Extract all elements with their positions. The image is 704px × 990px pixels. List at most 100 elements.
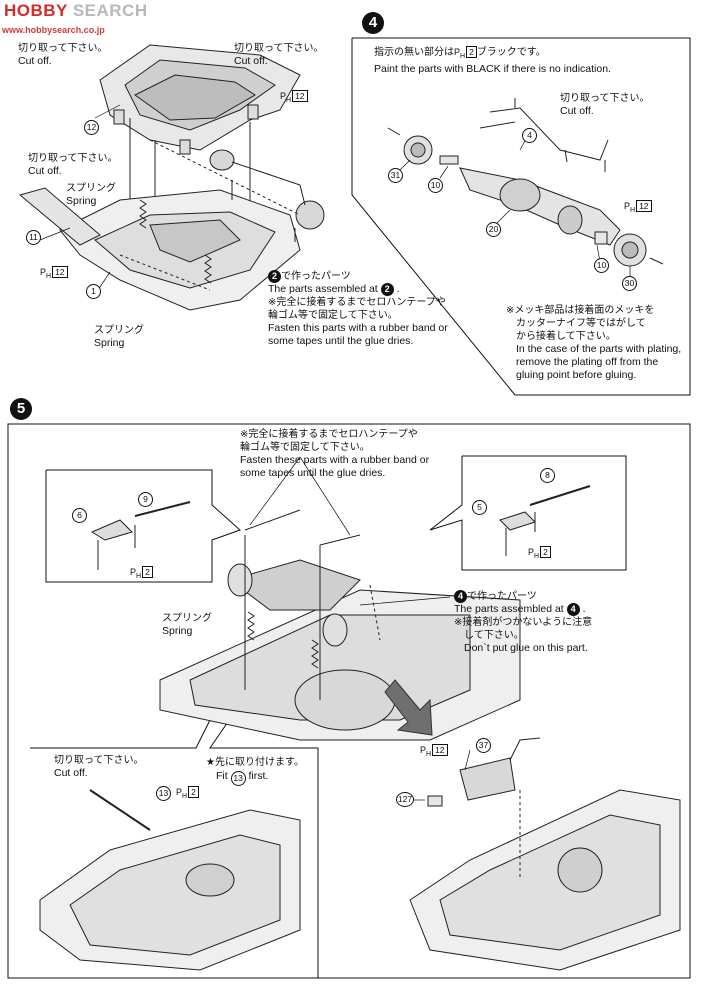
cutoff-en: Cut off.	[54, 767, 88, 779]
part-10-b: 10	[594, 258, 609, 273]
step5-fasten-note: ※完全に接着するまでセロハンテープや 輪ゴム等で固定して下さい。 Fasten …	[240, 428, 429, 480]
direction-arrow	[384, 679, 433, 736]
note-ja-2: 輪ゴム等で固定して下さい。	[240, 442, 370, 453]
cutoff-ja: 切り取って下さい。	[18, 43, 108, 54]
step5-bottom-right-drawing	[409, 737, 681, 971]
site-logo: HOBBY SEARCH	[4, 1, 148, 20]
first-word: first.	[248, 770, 269, 782]
assembled-en: The parts assembled at	[454, 603, 564, 615]
paint-prefix: P	[176, 787, 183, 797]
spring-en: Spring	[94, 337, 125, 349]
step-ref-badge: 4	[454, 590, 467, 603]
spring-en: Spring	[162, 625, 193, 637]
cutoff-ja: 切り取って下さい。	[54, 755, 144, 766]
step-ref-badge: 4	[566, 603, 580, 616]
paint-number: 12	[636, 200, 652, 212]
glue-en: Don`t put glue on this part.	[464, 642, 588, 654]
note-ja-1: ※完全に接着するまでセロハンテープや	[268, 297, 446, 308]
logo-right: SEARCH	[72, 1, 148, 20]
glue-ja-2: して下さい。	[464, 630, 524, 641]
paint-number: 12	[52, 266, 68, 278]
step-ref-badge: 2	[380, 283, 394, 296]
spring-ja: スプリング	[66, 183, 116, 194]
assembled-ja: で作ったパーツ	[281, 271, 351, 282]
step5-badge: 5	[10, 398, 32, 420]
paint-prefix: P	[624, 201, 631, 211]
part-37: 37	[476, 738, 491, 753]
step5-right-inset	[429, 455, 627, 571]
part-1: 1	[86, 284, 101, 299]
part-31: 31	[388, 168, 403, 183]
cutoff-ja: 切り取って下さい。	[28, 153, 118, 164]
step3-cutoff-a: 切り取って下さい。 Cut off.	[18, 42, 108, 68]
part-10-a: 10	[428, 178, 443, 193]
paint-number: 2	[466, 46, 477, 58]
step3-spring-a: スプリング Spring	[66, 182, 116, 208]
part-5: 5	[472, 500, 487, 515]
paint-prefix: P	[280, 91, 287, 101]
cutoff-ja: 切り取って下さい。	[560, 93, 650, 104]
note-en-1: Fasten these parts with a rubber band or	[240, 454, 430, 466]
paint-sub: H	[460, 52, 466, 60]
plating-en-3: gluing point before gluing.	[516, 369, 637, 381]
step5-spring: スプリング Spring	[162, 612, 212, 638]
part-30: 30	[622, 276, 637, 291]
logo-left: HOBBY	[4, 1, 68, 20]
plating-ja-1: ※メッキ部品は接着面のメッキを	[506, 305, 655, 316]
step3-spring-b: スプリング Spring	[94, 324, 144, 350]
cutoff-en: Cut off.	[18, 55, 52, 67]
note-ja-2: 輪ゴム等で固定して下さい。	[268, 310, 398, 321]
plating-en-1: In the case of the parts with plating,	[516, 343, 682, 355]
step-ref-badge: 2	[268, 270, 281, 283]
watermark: www.hobbysearch.co.jp	[2, 25, 105, 35]
step4-drawing	[387, 98, 664, 267]
paint-ja: 指示の無い部分は	[374, 47, 454, 58]
part-13-ref: 13	[230, 771, 246, 786]
paint-number: 12	[292, 90, 308, 102]
part-13: 13	[156, 786, 171, 801]
step4-badge: 4	[362, 12, 384, 34]
cutoff-en: Cut off.	[28, 165, 62, 177]
step4-plating-note: ※メッキ部品は接着面のメッキを カッターナイフ等ではがして から接着して下さい。…	[506, 304, 681, 382]
paint-prefix: P	[40, 267, 47, 277]
part-20: 20	[486, 222, 501, 237]
note-en-2: some tapes until the glue dries.	[240, 467, 386, 479]
step3-cutoff-b: 切り取って下さい。 Cut off.	[234, 42, 324, 68]
paint-prefix: P	[130, 567, 137, 577]
step5-bottom-left-drawing	[39, 789, 301, 971]
glue-ja-1: ※接着剤がつかないように注意	[454, 617, 593, 628]
note-en-2: some tapes until the glue dries.	[268, 335, 414, 347]
spring-ja: スプリング	[162, 613, 212, 624]
part-4: 4	[522, 128, 537, 143]
step5-frame	[7, 423, 691, 979]
paint-number: 2	[540, 546, 551, 558]
assembled-en: The parts assembled at	[268, 283, 378, 295]
part-127: 127	[396, 792, 414, 807]
plating-en-2: remove the plating off from the	[516, 356, 659, 368]
spring-en: Spring	[66, 195, 97, 207]
paint-number: 2	[142, 566, 153, 578]
assembled-ja: で作ったパーツ	[467, 591, 537, 602]
step5-fit-first: ★先に取り付けます。 Fit 13 first.	[206, 756, 304, 786]
paint-prefix: P	[420, 745, 427, 755]
part-11: 11	[26, 230, 41, 245]
note-ja-1: ※完全に接着するまでセロハンテープや	[240, 429, 418, 440]
note-en-1: Fasten this parts with a rubber band or	[268, 322, 448, 334]
paint-prefix: P	[528, 547, 535, 557]
cutoff-en: Cut off.	[234, 55, 268, 67]
plating-ja-2: カッターナイフ等ではがして	[516, 318, 646, 329]
first-ja: ★先に取り付けます。	[206, 757, 304, 768]
step4-cutoff: 切り取って下さい。 Cut off.	[560, 92, 650, 118]
part-8: 8	[540, 468, 555, 483]
step3-cutoff-c: 切り取って下さい。 Cut off.	[28, 152, 118, 178]
part-9: 9	[138, 492, 153, 507]
